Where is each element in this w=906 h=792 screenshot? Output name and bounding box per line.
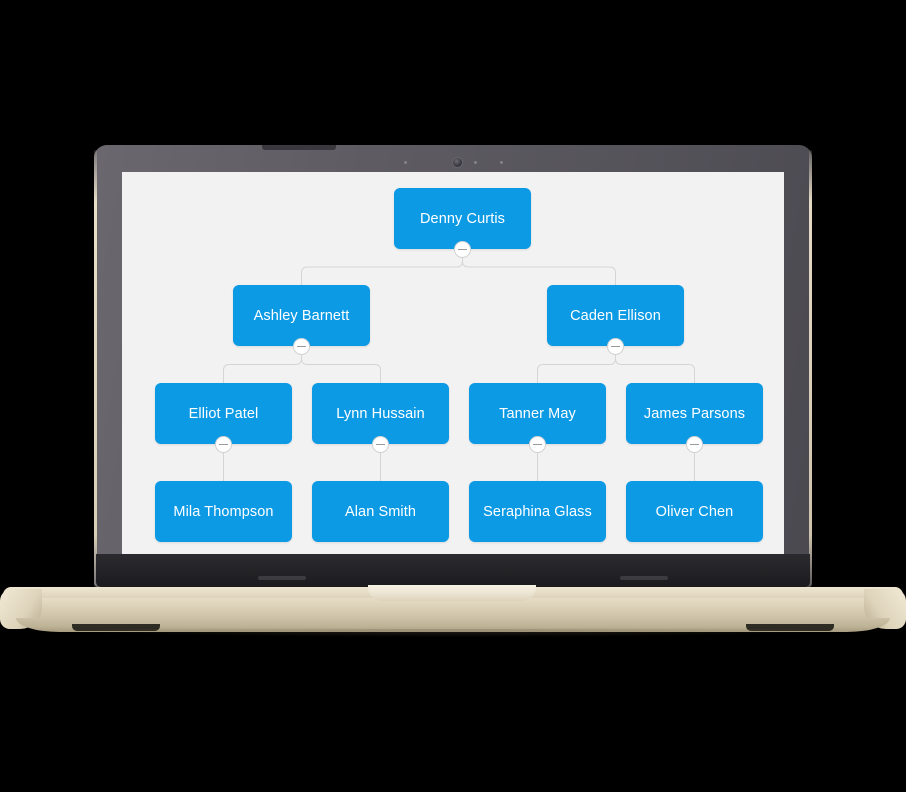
- org-node-label: James Parsons: [643, 405, 746, 422]
- org-node[interactable]: Elliot Patel: [155, 383, 292, 444]
- org-node-label: Lynn Hussain: [336, 405, 425, 422]
- org-node[interactable]: Caden Ellison: [547, 285, 684, 346]
- lid-bottom-band: [96, 554, 810, 587]
- org-node[interactable]: Denny Curtis: [394, 188, 531, 249]
- laptop-foot: [72, 624, 160, 631]
- org-node[interactable]: Lynn Hussain: [312, 383, 449, 444]
- webcam-icon: [453, 158, 462, 167]
- collapse-toggle-icon[interactable]: [529, 435, 546, 453]
- org-node-label: Alan Smith: [344, 503, 417, 520]
- lid-vent-notch: [620, 576, 668, 580]
- connector-line: [462, 249, 616, 285]
- org-node-label: Ashley Barnett: [253, 307, 350, 324]
- laptop-base-latch-notch: [368, 585, 536, 601]
- org-node[interactable]: Alan Smith: [312, 481, 449, 542]
- collapse-toggle-icon[interactable]: [372, 435, 389, 453]
- connector-line: [301, 346, 381, 383]
- laptop-base-front-edge: [16, 618, 890, 632]
- org-node-label: Denny Curtis: [419, 210, 505, 227]
- org-node-label: Seraphina Glass: [483, 503, 592, 520]
- lid-left-edge-highlight: [94, 150, 97, 587]
- lid-top-slot: [262, 145, 336, 150]
- laptop-foot: [746, 624, 834, 631]
- org-node[interactable]: Oliver Chen: [626, 481, 763, 542]
- connector-line: [615, 346, 695, 383]
- collapse-toggle-icon[interactable]: [607, 337, 624, 355]
- collapse-toggle-icon[interactable]: [293, 337, 310, 355]
- org-node-label: Oliver Chen: [655, 503, 734, 520]
- connector-line: [301, 249, 463, 285]
- sensor-dot-icon: [500, 161, 503, 164]
- collapse-toggle-icon[interactable]: [454, 240, 471, 258]
- lid-vent-notch: [258, 576, 306, 580]
- connector-line: [537, 346, 616, 383]
- org-node[interactable]: Tanner May: [469, 383, 606, 444]
- org-node[interactable]: Ashley Barnett: [233, 285, 370, 346]
- collapse-toggle-icon[interactable]: [686, 435, 703, 453]
- lid-right-edge-highlight: [809, 150, 812, 587]
- laptop-base-shadow: [60, 629, 846, 637]
- org-node-label: Mila Thompson: [173, 503, 274, 520]
- collapse-toggle-icon[interactable]: [215, 435, 232, 453]
- org-node-label: Elliot Patel: [188, 405, 259, 422]
- org-node[interactable]: Mila Thompson: [155, 481, 292, 542]
- org-node-label: Caden Ellison: [570, 307, 661, 324]
- org-node[interactable]: Seraphina Glass: [469, 481, 606, 542]
- connector-line: [223, 346, 302, 383]
- sensor-dot-icon: [474, 161, 477, 164]
- sensor-dot-icon: [404, 161, 407, 164]
- org-node-label: Tanner May: [499, 405, 576, 422]
- org-node[interactable]: James Parsons: [626, 383, 763, 444]
